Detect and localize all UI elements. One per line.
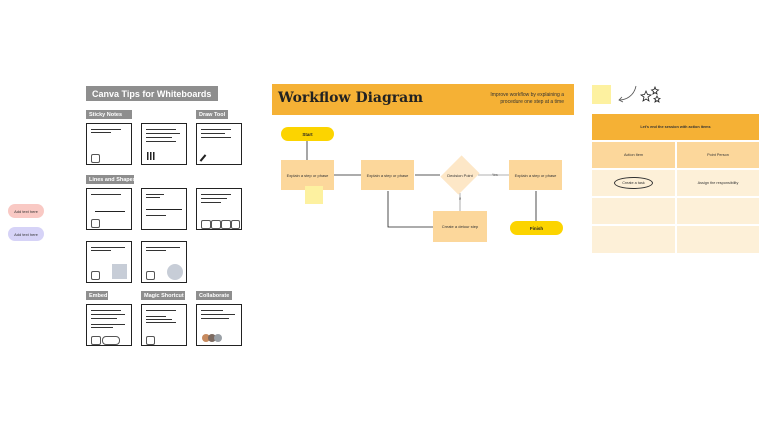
workflow-finish[interactable]: Finish xyxy=(510,221,563,235)
line-key-icon xyxy=(91,219,100,228)
qr-code-icon xyxy=(147,152,155,160)
tip-card-sticky-2[interactable] xyxy=(141,123,187,165)
tip-card-draw[interactable] xyxy=(196,123,242,165)
decision-label: Decision Point xyxy=(440,158,480,192)
workflow-step-3[interactable]: Explain a step or phase xyxy=(509,160,562,190)
workflow-title: Workflow Diagram xyxy=(278,90,423,106)
shape-key-1-icon xyxy=(201,220,211,229)
workflow-subtitle: Improve workflow by explaining a procedu… xyxy=(469,92,564,106)
shape-key-2-icon xyxy=(211,220,221,229)
action-items-table: Let's end the session with action items … xyxy=(591,113,760,254)
embed-key-icon xyxy=(91,336,101,345)
section-label-collaborate: Collaborate xyxy=(196,291,232,300)
section-label-magic-shortcut: Magic Shortcut xyxy=(141,291,185,300)
circle-shape-icon xyxy=(167,264,183,280)
sparkle-stars-icon xyxy=(639,85,663,105)
avatar-3 xyxy=(214,334,222,342)
sticky-note-icon[interactable] xyxy=(592,85,611,104)
pill-note-2[interactable]: Add text here xyxy=(8,227,44,241)
action-header-item: Action Item xyxy=(591,141,676,169)
slash-key-icon xyxy=(146,336,155,345)
section-label-sticky-notes: Sticky Notes xyxy=(86,110,132,119)
workflow-detour[interactable]: Create a detour step xyxy=(433,211,487,242)
workflow-start[interactable]: Start xyxy=(281,127,334,141)
workflow-step-2[interactable]: Explain a step or phase xyxy=(361,160,414,190)
tip-card-lines-1[interactable] xyxy=(86,188,132,230)
no-label: If xyxy=(459,197,461,201)
square-shape-icon xyxy=(112,264,127,279)
tip-card-magic[interactable] xyxy=(141,304,187,346)
shape-key-4-icon xyxy=(231,220,240,229)
yes-label: Yes xyxy=(492,173,498,177)
section-label-embed: Embed xyxy=(86,291,108,300)
tip-card-shapes-2[interactable] xyxy=(141,241,187,283)
tip-card-collaborate[interactable] xyxy=(196,304,242,346)
curved-arrow-icon xyxy=(616,84,638,104)
workflow-header: Workflow Diagram Improve workflow by exp… xyxy=(272,84,574,115)
action-row-3-person[interactable] xyxy=(676,225,760,254)
workflow-decision[interactable]: Decision Point xyxy=(440,158,480,192)
tip-card-embed[interactable] xyxy=(86,304,132,346)
action-row-1-person[interactable]: Assign the responsibility xyxy=(676,169,760,197)
sticky-note[interactable] xyxy=(305,186,323,204)
rect-key-icon xyxy=(91,271,100,280)
section-label-draw-tool: Draw Tool xyxy=(196,110,228,119)
action-row-3-item[interactable] xyxy=(591,225,676,254)
tip-card-shapes-1[interactable] xyxy=(86,241,132,283)
action-row-1-item[interactable]: Create a task xyxy=(591,169,676,197)
action-row-2-item[interactable] xyxy=(591,197,676,225)
pen-icon xyxy=(200,154,207,161)
tip-card-lines-2[interactable] xyxy=(141,188,187,230)
action-row-2-person[interactable] xyxy=(676,197,760,225)
circle-key-icon xyxy=(146,271,155,280)
action-header-person: Point Person xyxy=(676,141,760,169)
tip-card-lines-3[interactable] xyxy=(196,188,242,230)
action-table-title: Let's end the session with action items xyxy=(591,113,760,141)
embed-field-icon xyxy=(102,336,120,345)
tip-card-sticky-1[interactable] xyxy=(86,123,132,165)
pill-note-1[interactable]: Add text here xyxy=(8,204,44,218)
action-row-1-item-text: Create a task xyxy=(622,181,645,185)
tips-title: Canva Tips for Whiteboards xyxy=(86,86,218,101)
section-label-lines-shapes: Lines and Shapes xyxy=(86,175,134,184)
shape-key-3-icon xyxy=(221,220,231,229)
sticky-key-icon xyxy=(91,154,100,163)
